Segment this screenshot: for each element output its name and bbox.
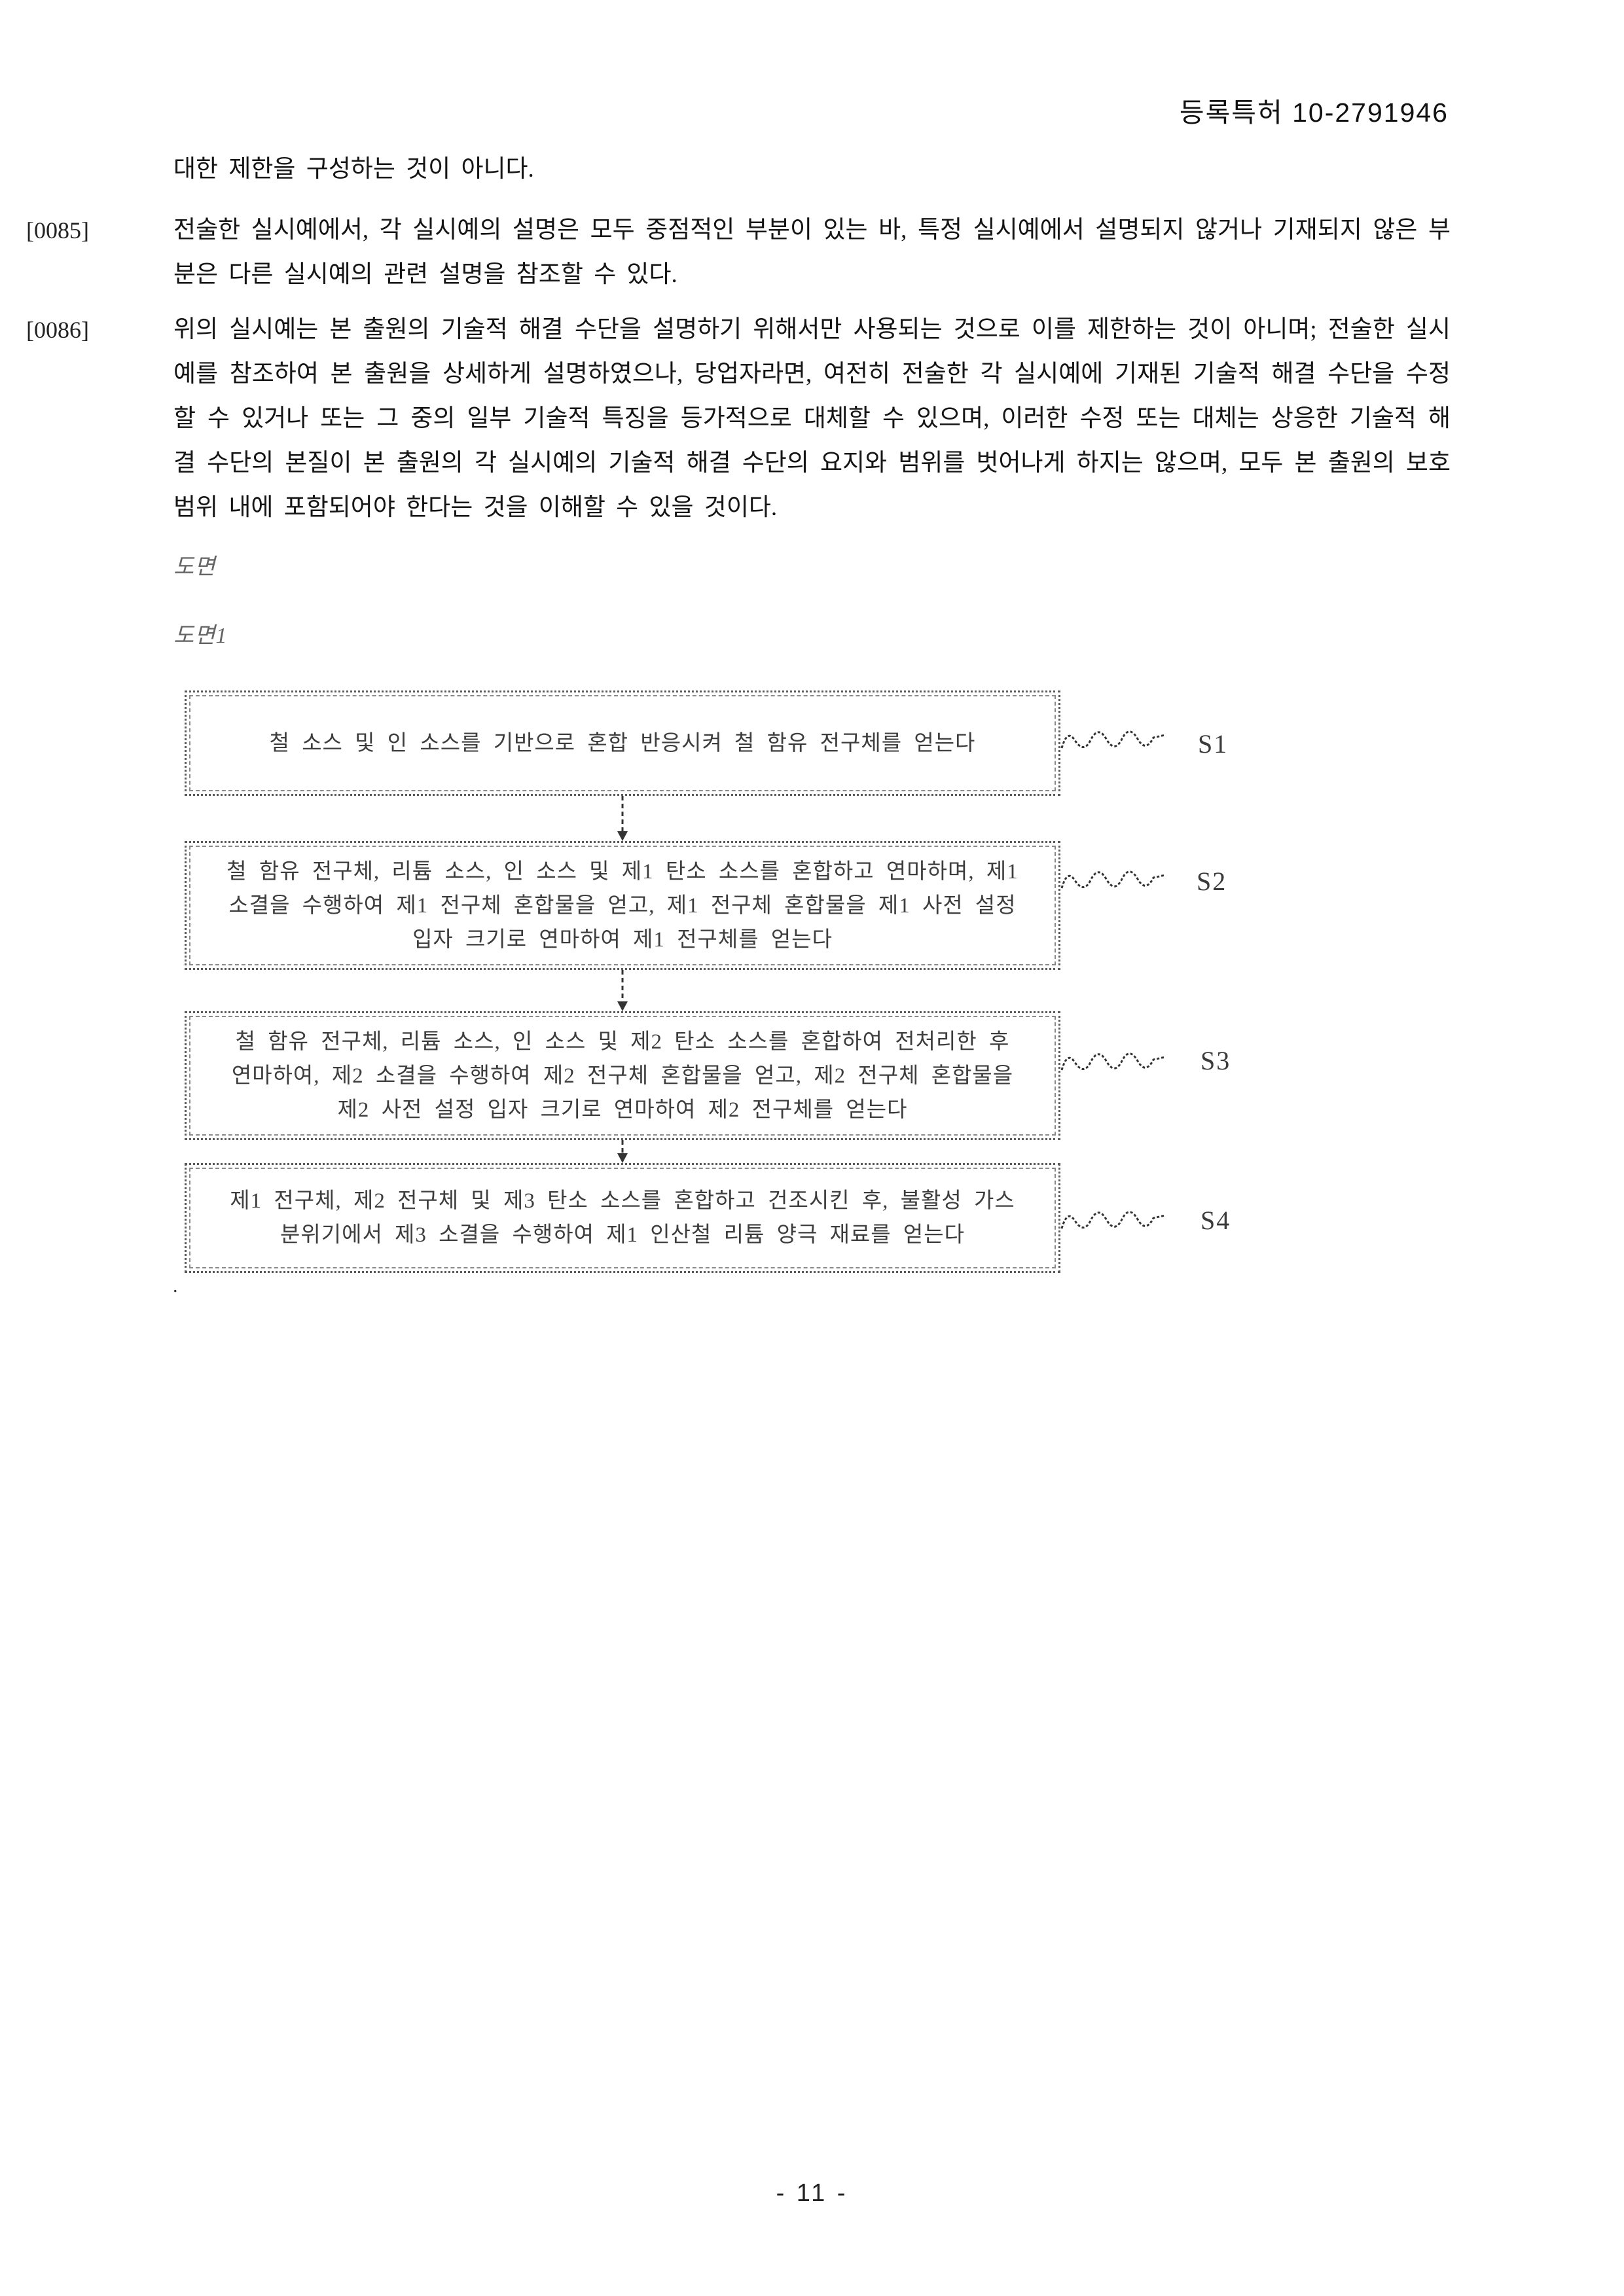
- figure1-caption: 도면1: [173, 624, 228, 648]
- step-label-s2: S2: [1197, 867, 1227, 896]
- paragraph-text: 대한 제한을 구성하는 것이 아니다.: [173, 156, 534, 183]
- flowchart-step4-box: 제1 전구체, 제2 전구체 및 제3 탄소 소스를 혼합하고 건조시킨 후, …: [185, 1163, 1060, 1273]
- flowchart-step2-inner: 철 함유 전구체, 리튬 소스, 인 소스 및 제1 탄소 소스를 혼합하고 연…: [189, 846, 1056, 965]
- paragraph-text: 전술한 실시예에서, 각 실시예의 설명은 모두 중점적인 부분이 있는 바, …: [173, 217, 1451, 288]
- flowchart-step3-box: 철 함유 전구체, 리튬 소스, 인 소스 및 제2 탄소 소스를 혼합하여 전…: [185, 1011, 1060, 1140]
- step-label-s4: S4: [1200, 1206, 1231, 1235]
- paragraph-text: 위의 실시예는 본 출원의 기술적 해결 수단을 설명하기 위해서만 사용되는 …: [173, 316, 1451, 521]
- flowchart-step4-text-line1: 제1 전구체, 제2 전구체 및 제3 탄소 소스를 혼합하고 건조시킨 후, …: [230, 1189, 1015, 1213]
- paragraph-0086: [0086] 위의 실시예는 본 출원의 기술적 해결 수단을 설명하기 위해서…: [26, 308, 1451, 530]
- step-label-s1: S1: [1198, 729, 1229, 759]
- flowchart-step3-text-line1: 철 함유 전구체, 리튬 소스, 인 소스 및 제2 탄소 소스를 혼합하여 전…: [235, 1030, 1010, 1054]
- flowchart-step4-inner: 제1 전구체, 제2 전구체 및 제3 탄소 소스를 혼합하고 건조시킨 후, …: [189, 1168, 1056, 1268]
- leader-line-s3: [1060, 1052, 1166, 1071]
- flowchart-step2-text-line2: 소결을 수행하여 제1 전구체 혼합물을 얻고, 제1 전구체 혼합물을 제1 …: [228, 893, 1017, 918]
- leader-line-s2: [1060, 870, 1166, 889]
- down-arrow-icon: [617, 796, 628, 841]
- paragraph-continuation: 대한 제한을 구성하는 것이 아니다.: [26, 147, 1451, 192]
- paragraph-number: [0086]: [26, 317, 89, 343]
- paragraph-0085: [0085] 전술한 실시예에서, 각 실시예의 설명은 모두 중점적인 부분이…: [26, 208, 1451, 297]
- flowchart-step3-inner: 철 함유 전구체, 리튬 소스, 인 소스 및 제2 탄소 소스를 혼합하여 전…: [189, 1016, 1056, 1136]
- down-arrow-icon: [617, 970, 628, 1011]
- down-arrow-icon: [617, 1140, 628, 1163]
- flowchart-step1-box: 철 소스 및 인 소스를 기반으로 혼합 반응시켜 철 함유 전구체를 얻는다: [185, 691, 1060, 796]
- leader-line-s4: [1060, 1211, 1166, 1229]
- flowchart-step2-box: 철 함유 전구체, 리튬 소스, 인 소스 및 제1 탄소 소스를 혼합하고 연…: [185, 841, 1060, 970]
- flowchart-step1-inner: 철 소스 및 인 소스를 기반으로 혼합 반응시켜 철 함유 전구체를 얻는다: [189, 695, 1056, 791]
- paragraph-number-empty: [26, 147, 173, 192]
- flowchart-step1-text: 철 소스 및 인 소스를 기반으로 혼합 반응시켜 철 함유 전구체를 얻는다: [269, 731, 976, 755]
- flowchart-step4-text-line2: 분위기에서 제3 소결을 수행하여 제1 인산철 리튬 양극 재료를 얻는다: [280, 1223, 965, 1247]
- figures-heading: 도면: [173, 555, 216, 579]
- flowchart-step3-text-line3: 제2 사전 설정 입자 크기로 연마하여 제2 전구체를 얻는다: [337, 1098, 908, 1122]
- figure1-flowchart: 철 소스 및 인 소스를 기반으로 혼합 반응시켜 철 함유 전구체를 얻는다 …: [173, 691, 1494, 1312]
- flowchart-step2-text-line1: 철 함유 전구체, 리튬 소스, 인 소스 및 제1 탄소 소스를 혼합하고 연…: [226, 859, 1019, 884]
- flowchart-step2-text-line3: 입자 크기로 연마하여 제1 전구체를 얻는다: [412, 927, 833, 952]
- scan-artifact-dot: .: [173, 1275, 178, 1297]
- patent-number-header: 등록특허 10-2791946: [1179, 98, 1449, 128]
- step-label-s3: S3: [1200, 1046, 1231, 1075]
- page-number: - 11 -: [776, 2179, 848, 2207]
- leader-line-s1: [1060, 730, 1166, 749]
- paragraph-number: [0085]: [26, 217, 89, 243]
- flowchart-step3-text-line2: 연마하여, 제2 소결을 수행하여 제2 전구체 혼합물을 얻고, 제2 전구체…: [231, 1064, 1014, 1088]
